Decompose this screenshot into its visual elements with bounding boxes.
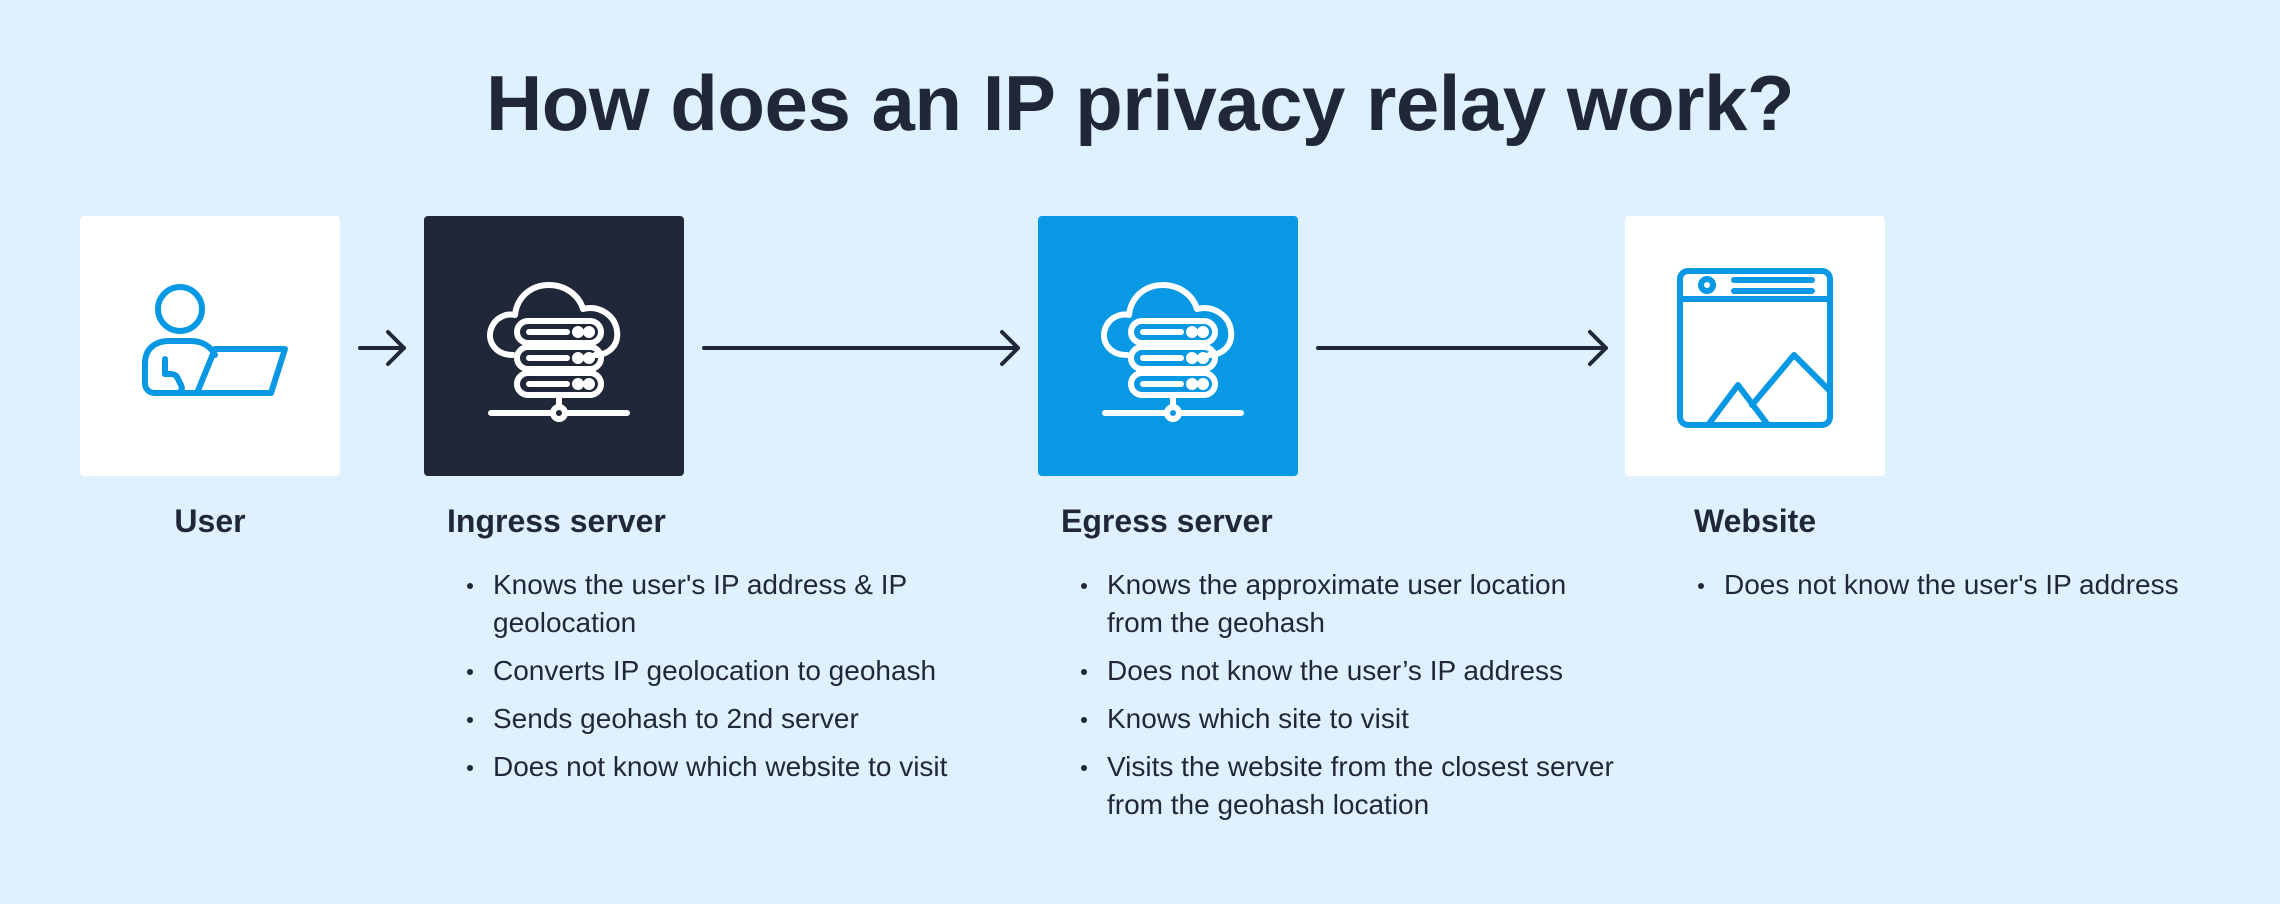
list-item: Knows the user's IP address & IP geoloca…	[463, 566, 1003, 642]
page-title: How does an IP privacy relay work?	[485, 59, 1795, 147]
cloud-server-icon	[487, 282, 630, 422]
list-item: Does not know the user’s IP address	[1077, 652, 1617, 690]
arrow-user-to-ingress	[358, 330, 406, 366]
cloud-server-icon	[1101, 282, 1244, 422]
browser-window-icon	[1677, 268, 1833, 428]
website-label: Website	[1694, 503, 1817, 539]
website-bullets: Does not know the user's IP address	[1694, 566, 2254, 614]
egress-server-bullets: Knows the approximate user location from…	[1077, 566, 1617, 834]
arrow-ingress-to-egress	[702, 330, 1020, 366]
list-item: Sends geohash to 2nd server	[463, 700, 1003, 738]
list-item: Does not know the user's IP address	[1694, 566, 2254, 604]
list-item: Converts IP geolocation to geohash	[463, 652, 1003, 690]
egress-server-label: Egress server	[1061, 503, 1273, 539]
ingress-server-bullets: Knows the user's IP address & IP geoloca…	[463, 566, 1003, 796]
website-tile	[1625, 216, 1885, 476]
list-item: Visits the website from the closest serv…	[1077, 748, 1617, 824]
user-label: User	[174, 503, 246, 539]
arrow-egress-to-website	[1316, 330, 1608, 366]
ingress-server-tile	[424, 216, 684, 476]
ingress-server-label: Ingress server	[447, 503, 666, 539]
list-item: Does not know which website to visit	[463, 748, 1003, 786]
user-tile	[80, 216, 340, 476]
list-item: Knows which site to visit	[1077, 700, 1617, 738]
egress-server-tile	[1038, 216, 1298, 476]
user-laptop-icon	[142, 284, 288, 396]
list-item: Knows the approximate user location from…	[1077, 566, 1617, 642]
